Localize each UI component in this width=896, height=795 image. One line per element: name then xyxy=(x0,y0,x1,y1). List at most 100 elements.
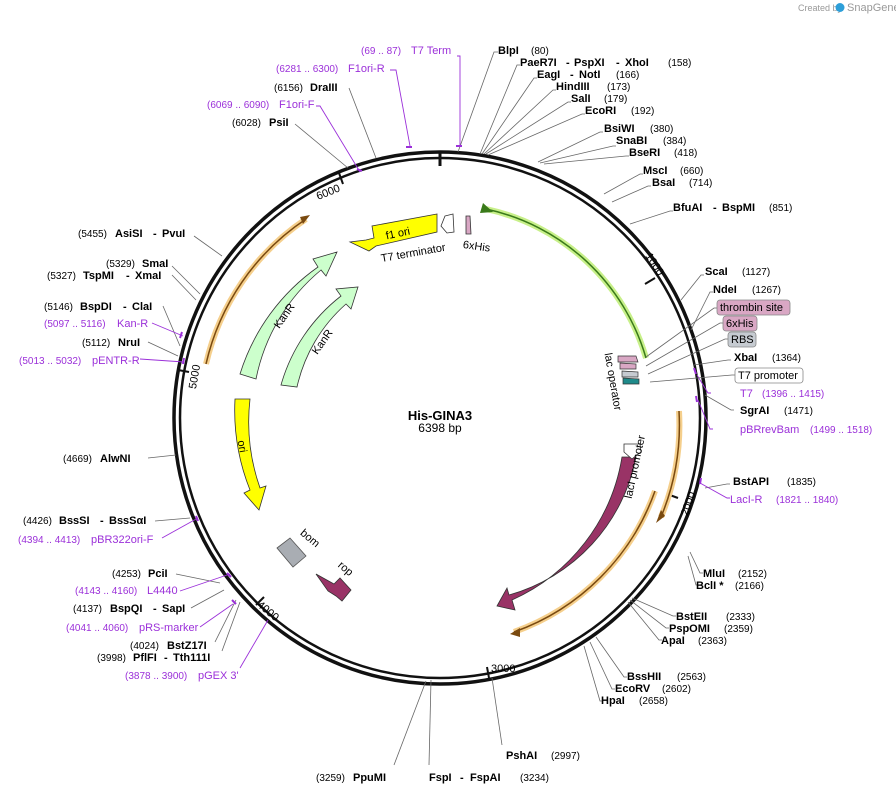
enzyme-bsai: BsaI xyxy=(652,177,675,189)
enzyme-pspxi: PspXI xyxy=(574,57,605,69)
enzyme-sgrai-pos: (1471) xyxy=(784,406,813,417)
primer-leaders xyxy=(139,55,730,669)
plasmid-size: 6398 bp xyxy=(418,421,462,435)
enzyme-tspmi: TspMI xyxy=(83,270,114,282)
his-tag-inner-feature xyxy=(465,215,472,235)
enzyme-ndei: NdeI xyxy=(713,284,737,296)
enzyme-ecori-pos: (192) xyxy=(631,106,654,117)
enzyme-draiii: DraIII xyxy=(310,82,338,94)
primer-prs-marker: pRS-marker xyxy=(139,622,199,634)
enzyme-paer7i: PaeR7I xyxy=(520,57,557,69)
enzyme-xmai-dash: - xyxy=(126,270,130,282)
enzyme-clai: ClaI xyxy=(132,301,152,313)
his-gina3-orf-arrowhead xyxy=(480,203,493,213)
primer-f1ori-r: F1ori-R xyxy=(348,63,385,75)
enzyme-bsai-pos: (714) xyxy=(689,178,712,189)
laci-promoter-feature xyxy=(623,443,642,460)
enzyme-bspmi-dash: - xyxy=(713,202,717,214)
tick-label-3000: 3000 xyxy=(491,663,515,675)
enzyme-apai-pos: (2363) xyxy=(698,636,727,647)
primer-kan-r: Kan-R xyxy=(117,318,148,330)
enzyme-bspmi: BspMI xyxy=(722,202,755,214)
enzyme-bsiwi-pos: (380) xyxy=(650,124,673,135)
t7-terminator-label: T7 terminator xyxy=(380,242,447,265)
enzyme-bcli-pos: (2166) xyxy=(735,581,764,592)
enzyme-pvui-dash: - xyxy=(153,228,157,240)
f1-ori-arrow xyxy=(348,213,438,252)
enzyme-alwni: AlwNI xyxy=(100,453,131,465)
enzyme-hindiii-pos: (173) xyxy=(607,82,630,93)
enzyme-tspmi-pos: (5327) xyxy=(47,271,76,282)
enzyme-xhoi-pos: (158) xyxy=(668,58,691,69)
rop-label: rop xyxy=(335,559,355,578)
enzyme-tth111i: Tth111I xyxy=(173,652,210,664)
enzyme-blpi-pos: (80) xyxy=(531,46,549,57)
enzyme-smai-pos: (5329) xyxy=(106,259,135,270)
primer-pbrrevbam: pBRrevBam xyxy=(740,424,799,436)
enzyme-asisi: AsiSI xyxy=(115,228,143,240)
enzyme-scai: ScaI xyxy=(705,266,728,278)
enzyme-xbai-pos: (1364) xyxy=(772,353,801,364)
enzyme-mlui-pos: (2152) xyxy=(738,569,767,580)
enzyme-nrui: NruI xyxy=(118,337,140,349)
t7-promoter-label: T7 promoter xyxy=(738,370,798,382)
primer-l4440: L4440 xyxy=(147,585,178,597)
enzyme-bsssalphai: BssSαI xyxy=(109,515,146,527)
enzyme-draiii-pos: (6156) xyxy=(274,83,303,94)
tick-5000 xyxy=(177,369,190,373)
kanr-outer-arrow xyxy=(239,251,338,380)
primer-laci-r-range: (1821 .. 1840) xyxy=(776,495,838,506)
enzyme-bsshii: BssHII xyxy=(627,671,661,683)
thrombin-site-box xyxy=(716,299,791,316)
rop-arrow xyxy=(315,573,352,602)
orf-arc-2-glow xyxy=(512,489,658,635)
primer-pentr-r: pENTR-R xyxy=(92,355,140,367)
enzyme-pvui: PvuI xyxy=(162,228,185,240)
enzyme-xbai: XbaI xyxy=(734,352,757,364)
enzyme-ppumi-pos: (3259) xyxy=(316,773,345,784)
enzyme-noti: NotI xyxy=(579,69,600,81)
orf-arc-2 xyxy=(513,490,656,633)
enzyme-xhoi-dash: - xyxy=(616,57,620,69)
enzyme-ecorv-pos: (2602) xyxy=(662,684,691,695)
primer-f1ori-f-range: (6069 .. 6090) xyxy=(207,100,269,111)
enzyme-bstapi-pos: (1835) xyxy=(787,477,816,488)
created-by-label: Created by xyxy=(798,3,843,13)
primer-l4440-range: (4143 .. 4160) xyxy=(75,586,137,597)
kanr-orf-arrowhead xyxy=(300,215,310,224)
primer-pbr322ori-f-range: (4394 .. 4413) xyxy=(18,535,80,546)
enzyme-ppumi: PpuMI xyxy=(353,772,386,784)
primer-t7-term-range: (69 .. 87) xyxy=(361,46,401,57)
enzyme-noti-pos: (166) xyxy=(616,70,639,81)
primer-pentr-r-range: (5013 .. 5032) xyxy=(19,356,81,367)
enzyme-ndei-pos: (1267) xyxy=(752,285,781,296)
enzyme-fspi: FspI xyxy=(429,772,452,784)
enzyme-bsssi: BssSI xyxy=(59,515,90,527)
enzyme-bseri-pos: (418) xyxy=(674,148,697,159)
enzyme-bfuai: BfuAI xyxy=(673,202,702,214)
enzyme-xhoi: XhoI xyxy=(625,57,649,69)
primer-pgex3: pGEX 3' xyxy=(198,670,239,682)
enzyme-bspqi: BspQI xyxy=(110,603,142,615)
enzyme-sali-pos: (179) xyxy=(604,94,627,105)
enzyme-leaders xyxy=(147,51,734,766)
enzyme-sapi: SapI xyxy=(162,603,185,615)
his-tag-label: 6xHis xyxy=(726,318,754,330)
enzyme-fspai-dash: - xyxy=(460,772,464,784)
snapgene-brand: SnapGene xyxy=(847,2,896,14)
enzyme-pshai-pos: (2997) xyxy=(551,751,580,762)
primer-pgex3-range: (3878 .. 3900) xyxy=(125,671,187,682)
enzyme-bsssi-pos: (4426) xyxy=(23,516,52,527)
laci-orf-arrowhead xyxy=(656,510,665,523)
rbs-feature xyxy=(621,370,639,378)
snapgene-logo-icon xyxy=(835,3,845,12)
enzyme-psii-pos: (6028) xyxy=(232,118,261,129)
tick-label-6000: 6000 xyxy=(315,183,342,203)
enzyme-snabi-pos: (384) xyxy=(663,136,686,147)
tick-6000 xyxy=(338,172,344,185)
orf-arc-2-arrowhead xyxy=(510,628,520,637)
primer-marks xyxy=(179,145,702,605)
enzyme-eagi: EagI xyxy=(537,69,560,81)
t7-promoter-box xyxy=(734,367,804,384)
